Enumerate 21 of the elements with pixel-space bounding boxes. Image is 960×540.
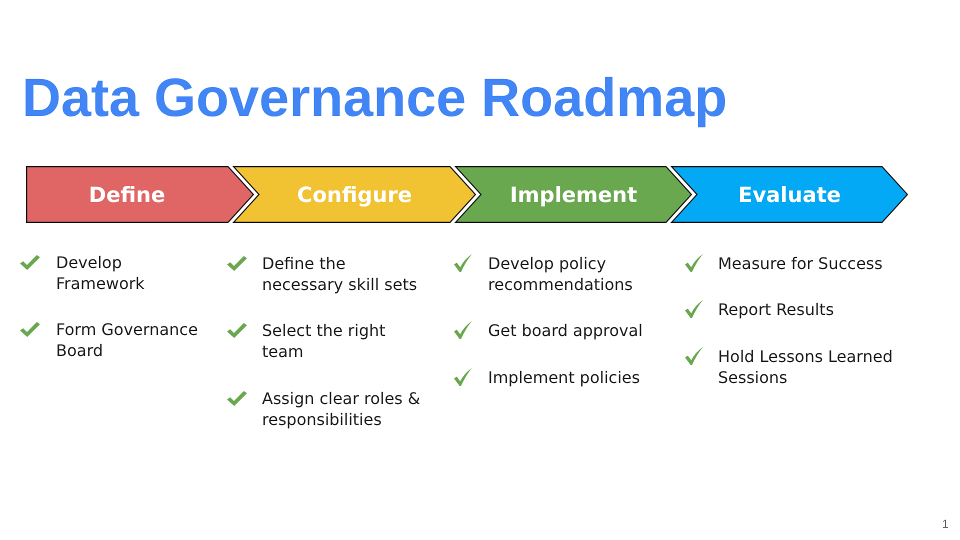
task-text: Develop policy recommendations	[488, 253, 634, 295]
phase-label: Configure	[297, 182, 412, 206]
phase-banner	[671, 166, 908, 223]
phase-label: Implement	[510, 182, 638, 206]
page-title: Data Governance Roadmap	[22, 71, 728, 125]
task-text: Form Governance Board	[56, 319, 199, 361]
task-text: Develop Framework	[56, 252, 146, 294]
phase-label: Evaluate	[738, 182, 841, 206]
task-text: Report Results	[718, 299, 835, 320]
task-text: Implement policies	[488, 367, 641, 388]
task-text: Define the necessary skill sets	[262, 253, 418, 295]
task-text: Select the right team	[262, 320, 386, 362]
task-text: Get board approval	[488, 320, 644, 341]
phase-banner	[233, 166, 476, 223]
page-number: 1	[942, 517, 949, 531]
task-text: Assign clear roles & responsibilities	[262, 388, 422, 430]
phase-label: Define	[88, 182, 166, 206]
task-text: Hold Lessons Learned Sessions	[718, 346, 894, 388]
phase-banner	[26, 166, 254, 223]
task-text: Measure for Success	[718, 253, 884, 274]
phase-banner	[455, 166, 692, 223]
